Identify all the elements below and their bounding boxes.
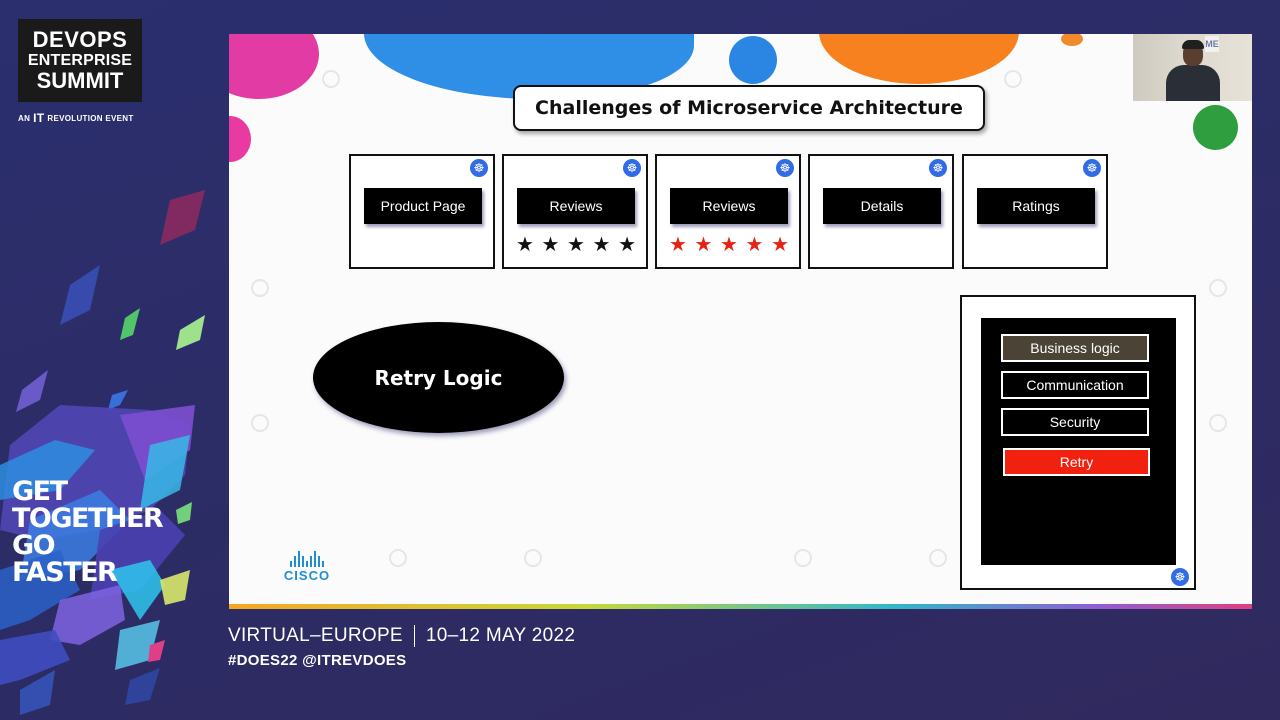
it-revolution-mark: IT: [33, 111, 45, 125]
wall-sign: ME: [1205, 36, 1219, 52]
layer-business-logic: Business logic: [1001, 334, 1149, 362]
background-pattern-icon: [1209, 279, 1227, 297]
service-label: Details: [823, 188, 941, 224]
slogan-line-3: GO: [12, 530, 56, 561]
background-pattern-icon: [251, 414, 269, 432]
star-icon: ★: [720, 232, 738, 256]
star-icon: ★: [567, 232, 585, 256]
star-icon: ★: [771, 232, 789, 256]
presentation-slide: Challenges of Microservice Architecture …: [229, 34, 1252, 604]
cisco-logo: CISCO: [277, 551, 337, 583]
kubernetes-wheel-icon: ☸: [623, 159, 641, 177]
background-pattern-icon: [1209, 414, 1227, 432]
presenter-webcam: ME: [1133, 34, 1252, 101]
tagline-prefix: AN: [18, 113, 31, 123]
event-location: VIRTUAL–EUROPE: [228, 625, 403, 646]
background-pattern-icon: [389, 549, 407, 567]
decorative-blob-magenta: [229, 34, 319, 99]
presenter-headset: [1182, 40, 1204, 49]
service-card-reviews-v3: ☸ Reviews ★ ★ ★ ★ ★: [655, 154, 801, 269]
event-dates: 10–12 MAY 2022: [425, 625, 576, 646]
slogan-line-1: GET: [12, 476, 68, 507]
service-label: Ratings: [977, 188, 1095, 224]
event-info: VIRTUAL–EUROPE 10–12 MAY 2022: [228, 625, 575, 647]
star-icon: ★: [694, 232, 713, 256]
cisco-bars-icon: [277, 551, 337, 567]
service-label: Product Page: [364, 188, 482, 224]
background-pattern-icon: [322, 70, 340, 88]
star-rating-black: ★ ★ ★ ★ ★: [516, 234, 636, 254]
decorative-blob-green: [1193, 105, 1238, 150]
logo-line-2: ENTERPRISE: [27, 52, 133, 69]
kubernetes-wheel-icon: ☸: [776, 159, 794, 177]
star-icon: ★: [592, 232, 611, 256]
devops-enterprise-summit-logo: DEVOPS ENTERPRISE SUMMIT: [18, 19, 142, 102]
presenter-torso: [1166, 65, 1220, 101]
logo-line-3: SUMMIT: [36, 68, 124, 93]
service-card-product-page: ☸ Product Page: [349, 154, 495, 269]
background-pattern-icon: [1004, 70, 1022, 88]
layer-communication: Communication: [1001, 371, 1149, 399]
layer-security: Security: [1001, 408, 1149, 436]
service-card-ratings: ☸ Ratings: [962, 154, 1108, 269]
cisco-wordmark: CISCO: [283, 568, 331, 583]
star-icon: ★: [669, 232, 687, 256]
slogan-line-2: TOGETHER: [12, 503, 164, 534]
tagline-suffix: REVOLUTION EVENT: [47, 113, 134, 123]
star-icon: ★: [516, 232, 534, 256]
slogan-line-4: FASTER: [12, 557, 118, 588]
slogan: GET TOGETHER GO FASTER: [12, 478, 172, 586]
layer-retry: Retry: [1003, 448, 1150, 476]
retry-logic-ellipse: Retry Logic: [313, 322, 564, 433]
decorative-blob-orange: [819, 34, 1019, 84]
star-icon: ★: [541, 232, 560, 256]
background-pattern-icon: [524, 549, 542, 567]
service-label: Reviews: [517, 188, 635, 224]
decorative-blob-orange-small: [1061, 34, 1083, 46]
service-card-reviews-v2: ☸ Reviews ★ ★ ★ ★ ★: [502, 154, 648, 269]
service-label: Reviews: [670, 188, 788, 224]
slide-title: Challenges of Microservice Architecture: [513, 85, 985, 131]
star-icon: ★: [618, 232, 636, 256]
decorative-shards: [0, 190, 205, 715]
stack-container: Business logic Communication Security Re…: [981, 318, 1176, 565]
kubernetes-wheel-icon: ☸: [1171, 568, 1189, 586]
kubernetes-wheel-icon: ☸: [1083, 159, 1101, 177]
microservice-stack: Business logic Communication Security Re…: [960, 295, 1196, 590]
background-pattern-icon: [929, 549, 947, 567]
logo-line-1: DEVOPS: [32, 27, 128, 52]
event-hashtags: #DOES22 @ITREVDOES: [228, 652, 407, 669]
background-pattern-icon: [251, 279, 269, 297]
decorative-blob-blue-small: [729, 36, 777, 84]
service-card-details: ☸ Details: [808, 154, 954, 269]
kubernetes-wheel-icon: ☸: [929, 159, 947, 177]
divider: [413, 625, 415, 647]
star-rating-red: ★ ★ ★ ★ ★: [669, 234, 789, 254]
background-pattern-icon: [794, 549, 812, 567]
slide-gradient-bar: [229, 604, 1252, 609]
it-revolution-tagline: AN IT REVOLUTION EVENT: [18, 111, 134, 125]
decorative-blob-magenta-small: [229, 116, 251, 162]
star-icon: ★: [745, 232, 764, 256]
kubernetes-wheel-icon: ☸: [470, 159, 488, 177]
